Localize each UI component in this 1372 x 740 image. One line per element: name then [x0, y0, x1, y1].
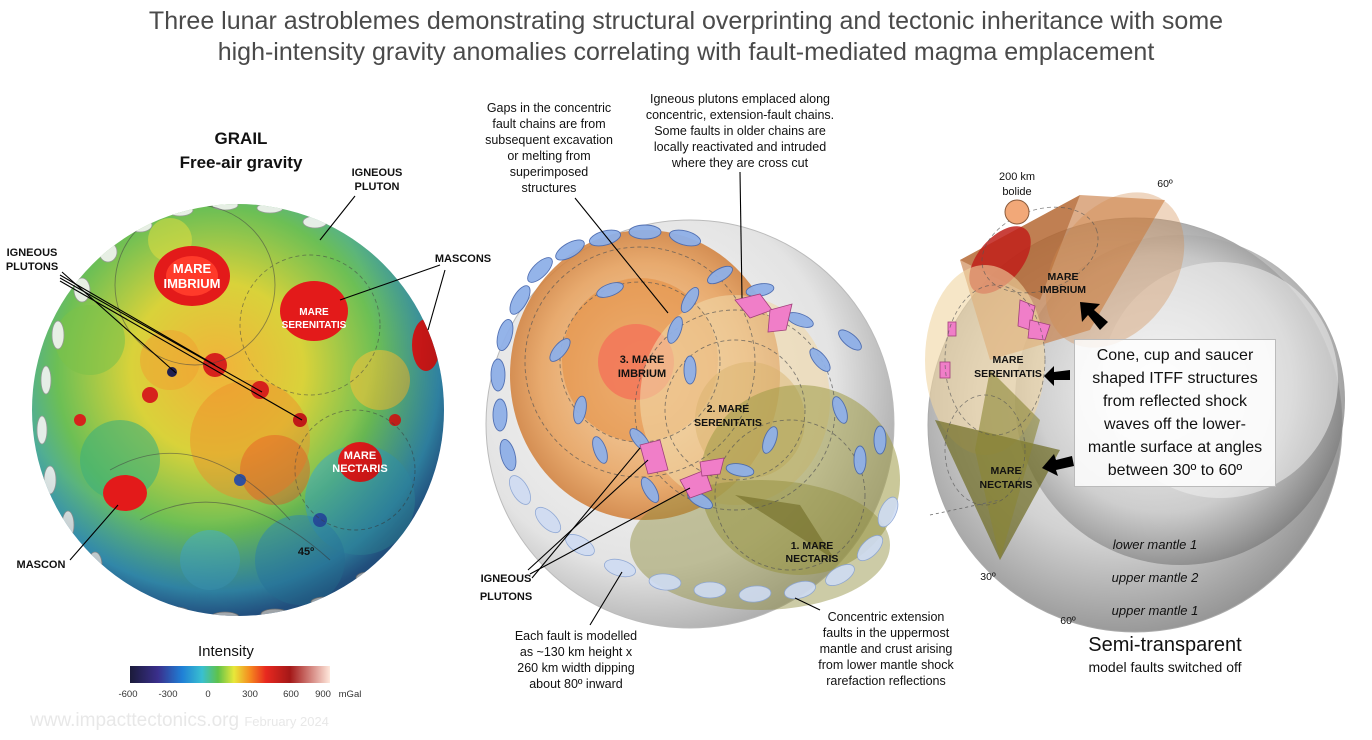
title-line-1: Three lunar astroblemes demonstrating st…: [148, 7, 1224, 35]
label-2-mare-serenitatis-line1: 2. MARE: [707, 403, 750, 415]
label-igneous-plutons-left-line2: PLUTONS: [6, 261, 58, 273]
label-3-mare-imbrium-line1: 3. MARE: [620, 354, 665, 366]
shock-wave-arrows: [1042, 302, 1108, 476]
colorbar-unit: mGal: [339, 689, 362, 700]
grail-heading: GRAIL: [215, 129, 268, 148]
itff-line: between 30º to 60º: [1107, 462, 1243, 479]
note-gaps-line: subsequent excavation: [485, 133, 613, 147]
itff-line: waves off the lower-: [1104, 416, 1246, 433]
note-concentric-line: mantle and crust arising: [820, 642, 953, 656]
label-2-mare-serenitatis-line2: SERENITATIS: [694, 417, 762, 429]
label-right-mare-nectaris-line1: MARE: [991, 465, 1022, 477]
note-fault-model: Each fault is modelled as ~130 km height…: [515, 629, 637, 691]
label-angle-60-bottom: 60º: [1060, 615, 1076, 627]
label-mare-imbrium-line1: MARE: [173, 261, 212, 276]
colorbar-tick: -600: [118, 689, 137, 700]
label-igneous-plutons-left-line1: IGNEOUS: [7, 247, 58, 259]
note-fault-line: about 80º inward: [529, 677, 623, 691]
faults-switched-off-note: model faults switched off: [1088, 659, 1242, 675]
left-leader-lines: [59, 195, 446, 561]
label-bolide-line2: bolide: [1002, 186, 1031, 198]
intensity-colorbar: [130, 666, 330, 683]
label-mare-serenitatis-line2: SERENITATIS: [282, 320, 347, 331]
label-mare-nectaris-line2: NECTARIS: [332, 463, 387, 475]
label-right-mare-serenitatis-line2: SERENITATIS: [974, 368, 1042, 380]
label-right-mare-serenitatis-line1: MARE: [993, 354, 1024, 366]
middle-leader-lines: [527, 171, 821, 626]
note-fault-line: 260 km width dipping: [517, 661, 634, 675]
note-plutons-line: concentric, extension-fault chains.: [646, 108, 834, 122]
label-1-mare-nectaris-line2: NECTARIS: [786, 553, 839, 565]
free-air-gravity-heading: Free-air gravity: [180, 153, 303, 172]
label-right-mare-imbrium-line2: IMBRIUM: [1040, 284, 1086, 296]
itff-line: mantle surface at angles: [1087, 439, 1263, 456]
label-bolide-line1: 200 km: [999, 171, 1035, 183]
note-concentric-line: faults in the uppermost: [823, 626, 950, 640]
label-igneous-plutons-mid-line1: IGNEOUS: [481, 573, 532, 585]
mantle-layer-labels: lower mantle 1 upper mantle 2 upper mant…: [1112, 537, 1199, 618]
note-gaps-line: structures: [522, 181, 577, 195]
watermark-site: www.impacttectonics.org: [30, 710, 240, 731]
itff-line: shaped ITFF structures: [1092, 370, 1258, 387]
note-plutons-line: Some faults in older chains are: [654, 124, 826, 138]
label-upper-mantle-2: upper mantle 2: [1112, 570, 1199, 585]
page-title: Three lunar astroblemes demonstrating st…: [0, 6, 1372, 68]
note-gaps-line: or melting from: [507, 149, 590, 163]
itff-line: from reflected shock: [1102, 393, 1248, 410]
semi-transparent-title: Semi-transparent: [1088, 634, 1242, 656]
label-3-mare-imbrium-line2: IMBRIUM: [618, 368, 666, 380]
itff-line: Cone, cup and saucer: [1096, 347, 1254, 364]
label-igneous-pluton-line2: PLUTON: [354, 181, 399, 193]
label-1-mare-nectaris-line1: 1. MARE: [791, 540, 834, 552]
colorbar-tick: -300: [158, 689, 177, 700]
note-concentric-line: rarefaction reflections: [826, 674, 946, 688]
semi-transparent-caption: Semi-transparent model faults switched o…: [1060, 634, 1270, 675]
colorbar-tick: 600: [283, 689, 299, 700]
label-mare-imbrium-line2: IMBRIUM: [163, 276, 220, 291]
colorbar-tick: 900: [315, 689, 331, 700]
note-concentric-line: from lower mantle shock: [818, 658, 954, 672]
note-gaps-line: superimposed: [510, 165, 589, 179]
note-concentric-line: Concentric extension: [828, 610, 945, 624]
label-right-mare-imbrium-line1: MARE: [1048, 271, 1079, 283]
label-upper-mantle-1: upper mantle 1: [1112, 603, 1199, 618]
label-angle-45: 45º: [298, 546, 314, 558]
note-gaps-line: fault chains are from: [492, 117, 605, 131]
note-gaps: Gaps in the concentric fault chains are …: [485, 101, 613, 195]
colorbar-tick: 300: [242, 689, 258, 700]
note-plutons-line: locally reactivated and intruded: [654, 140, 826, 154]
label-right-mare-nectaris-line2: NECTARIS: [980, 479, 1033, 491]
note-plutons-line: Igneous plutons emplaced along: [650, 92, 830, 106]
label-mascon: MASCON: [17, 559, 66, 571]
title-line-2: high-intensity gravity anomalies correla…: [217, 38, 1155, 66]
label-mare-nectaris-line1: MARE: [344, 450, 376, 462]
itff-note-box: Cone, cup and saucer shaped ITFF structu…: [1074, 339, 1276, 487]
intensity-label: Intensity: [198, 643, 254, 660]
colorbar-ticks: -600 -300 0 300 600 900 mGal: [118, 689, 361, 700]
grail-globe: [32, 204, 444, 616]
colorbar-tick: 0: [205, 689, 210, 700]
label-angle-30: 30º: [980, 571, 996, 583]
note-plutons: Igneous plutons emplaced along concentri…: [646, 92, 834, 170]
label-lower-mantle-1: lower mantle 1: [1113, 537, 1198, 552]
note-concentric-faults: Concentric extension faults in the upper…: [818, 610, 954, 688]
label-igneous-plutons-mid-line2: PLUTONS: [480, 591, 532, 603]
note-gaps-line: Gaps in the concentric: [487, 101, 611, 115]
label-angle-60-top: 60º: [1157, 178, 1173, 190]
label-mare-serenitatis-line1: MARE: [299, 307, 329, 318]
note-fault-line: as ~130 km height x: [520, 645, 633, 659]
label-mascons: MASCONS: [435, 253, 491, 265]
watermark: www.impacttectonics.org February 2024: [30, 710, 329, 732]
note-fault-line: Each fault is modelled: [515, 629, 637, 643]
watermark-date: February 2024: [244, 714, 329, 729]
fault-model-sphere: [485, 219, 900, 629]
note-plutons-line: where they are cross cut: [671, 156, 809, 170]
label-igneous-pluton-line1: IGNEOUS: [352, 167, 403, 179]
